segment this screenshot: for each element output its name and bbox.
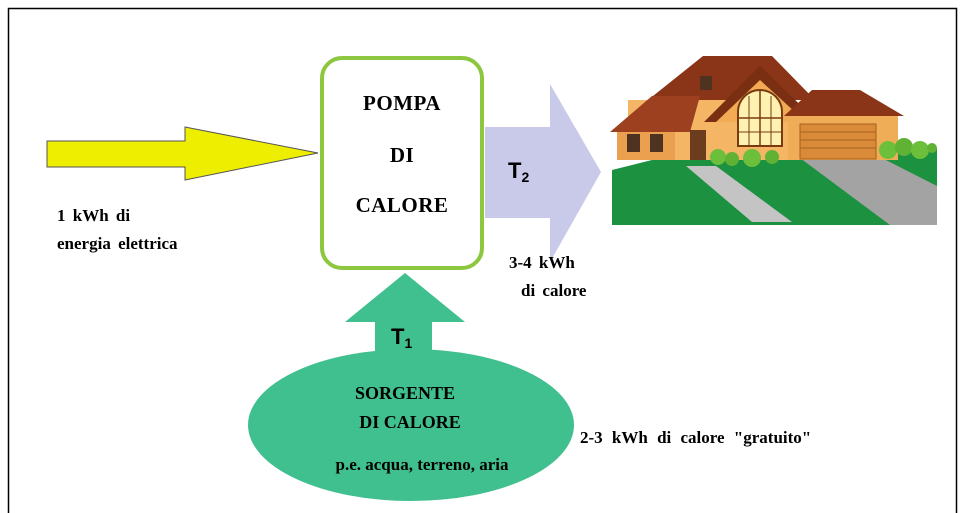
house-upper-window bbox=[700, 76, 712, 90]
house-garage-door bbox=[799, 123, 877, 160]
output-temperature-subscript: 2 bbox=[521, 169, 529, 185]
output-label-line1: 3-4 kWh bbox=[509, 253, 575, 272]
input-label-line2: energia elettrica bbox=[57, 234, 178, 253]
house-walkway bbox=[686, 166, 792, 222]
input-label-line1: 1 kWh di bbox=[57, 206, 130, 225]
heat-pump-box bbox=[320, 56, 484, 270]
house-driveway bbox=[800, 157, 937, 225]
house-small-window bbox=[627, 134, 640, 152]
house-main-roof bbox=[648, 56, 815, 100]
house-bush bbox=[725, 152, 739, 166]
house-illustration bbox=[610, 56, 937, 225]
heat-pump-line1: POMPA bbox=[363, 91, 441, 115]
house-bush bbox=[743, 149, 761, 167]
heat-source-arrow bbox=[345, 273, 465, 360]
source-temperature-subscript: 1 bbox=[404, 335, 412, 351]
house-bush bbox=[911, 141, 929, 159]
house-bush bbox=[765, 150, 779, 164]
output-temperature-symbol: T bbox=[508, 158, 522, 183]
heat-pump-line2: DI bbox=[390, 143, 414, 167]
house-left-roof bbox=[610, 96, 700, 132]
house-garage-roof bbox=[784, 90, 904, 116]
house-bush bbox=[710, 149, 726, 165]
house-left-wall bbox=[617, 128, 675, 160]
house-bush bbox=[879, 141, 897, 159]
source-temperature-label: T1 bbox=[391, 324, 412, 351]
diagram-frame bbox=[7, 7, 958, 513]
source-line1: SORGENTE bbox=[355, 383, 455, 403]
source-line3: p.e. acqua, terreno, aria bbox=[336, 455, 509, 474]
heat-source-ellipse bbox=[248, 349, 574, 501]
source-temperature-symbol: T bbox=[391, 324, 405, 349]
house-bush bbox=[895, 138, 913, 156]
output-temperature-label: T2 bbox=[508, 158, 529, 185]
source-line2: DI CALORE bbox=[359, 412, 461, 432]
output-label-line2: di calore bbox=[521, 281, 587, 300]
house-front-door bbox=[690, 130, 706, 160]
free-heat-label: 2-3 kWh di calore "gratuito" bbox=[580, 428, 811, 447]
heat-pump-line3: CALORE bbox=[356, 193, 449, 217]
electric-input-arrow bbox=[46, 126, 319, 181]
house-bush bbox=[927, 143, 937, 153]
heat-output-arrow bbox=[485, 84, 601, 262]
house-small-window bbox=[650, 134, 663, 152]
